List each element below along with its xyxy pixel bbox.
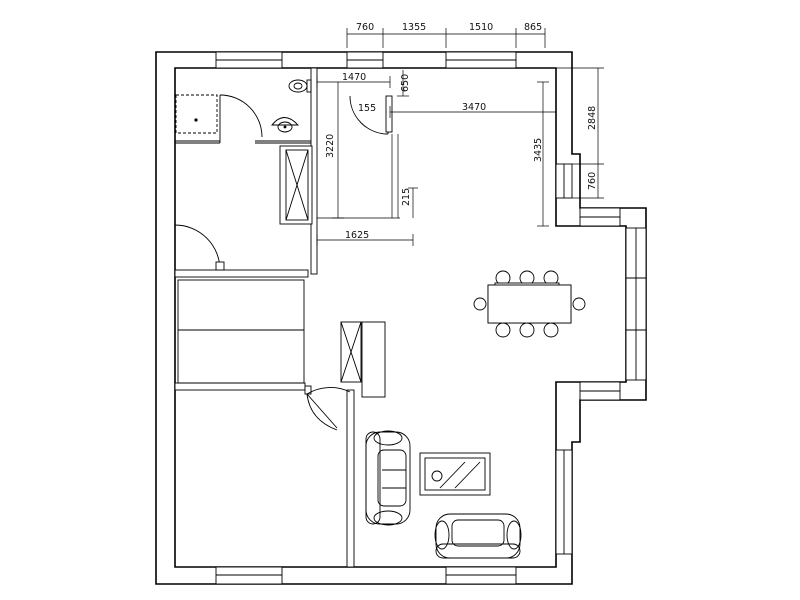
chairs-bottom	[495, 322, 559, 338]
coffee-table	[419, 452, 491, 496]
dim-3435: 3435	[533, 138, 544, 162]
dim-155: 155	[358, 103, 376, 114]
chairs-top	[494, 270, 560, 287]
staircase	[177, 279, 305, 384]
dim-top-1510: 1510	[469, 22, 493, 33]
dimension-labels: 760 1355 1510 865 1470 650 155 3470 3220…	[325, 22, 598, 241]
dim-top-760: 760	[356, 22, 374, 33]
dim-650: 650	[400, 74, 411, 92]
dim-3470: 3470	[462, 102, 486, 113]
dim-3220: 3220	[325, 134, 336, 158]
hall-door	[349, 95, 393, 135]
sofa-bottom-icon	[434, 513, 522, 559]
window-bottom-left	[215, 566, 283, 585]
window-bay-bottom	[579, 381, 621, 401]
toilet-icon	[288, 79, 312, 93]
window-top-left	[215, 51, 283, 69]
window-top-right	[445, 51, 517, 69]
dim-215: 215	[401, 188, 412, 206]
windows	[215, 51, 647, 585]
cabinet-lower	[340, 321, 362, 383]
dim-760-right: 760	[587, 172, 598, 190]
bathroom-door	[219, 94, 263, 143]
bathroom-fixtures	[271, 79, 312, 133]
window-bottom-right	[445, 566, 517, 585]
doors	[174, 94, 393, 431]
dim-top-865: 865	[524, 22, 542, 33]
dimension-lines	[316, 28, 604, 246]
dim-top-1355: 1355	[402, 22, 426, 33]
window-bay-front	[625, 227, 647, 381]
window-right-upper	[555, 163, 573, 199]
dim-1625: 1625	[345, 230, 369, 241]
closet-box	[175, 94, 218, 134]
cabinet-upper	[285, 149, 309, 221]
window-bay-top	[579, 207, 621, 227]
dim-2848: 2848	[587, 106, 598, 130]
window-top-mid	[346, 51, 384, 69]
sofa-left-icon	[365, 430, 411, 526]
outer-walls	[155, 51, 647, 585]
dim-bath-1470: 1470	[342, 72, 366, 83]
window-right-lower	[555, 449, 573, 555]
interior-walls	[174, 67, 386, 568]
lower-door	[304, 385, 351, 431]
left-door	[174, 224, 225, 271]
sink-icon	[271, 117, 300, 133]
dining-set	[473, 270, 586, 338]
